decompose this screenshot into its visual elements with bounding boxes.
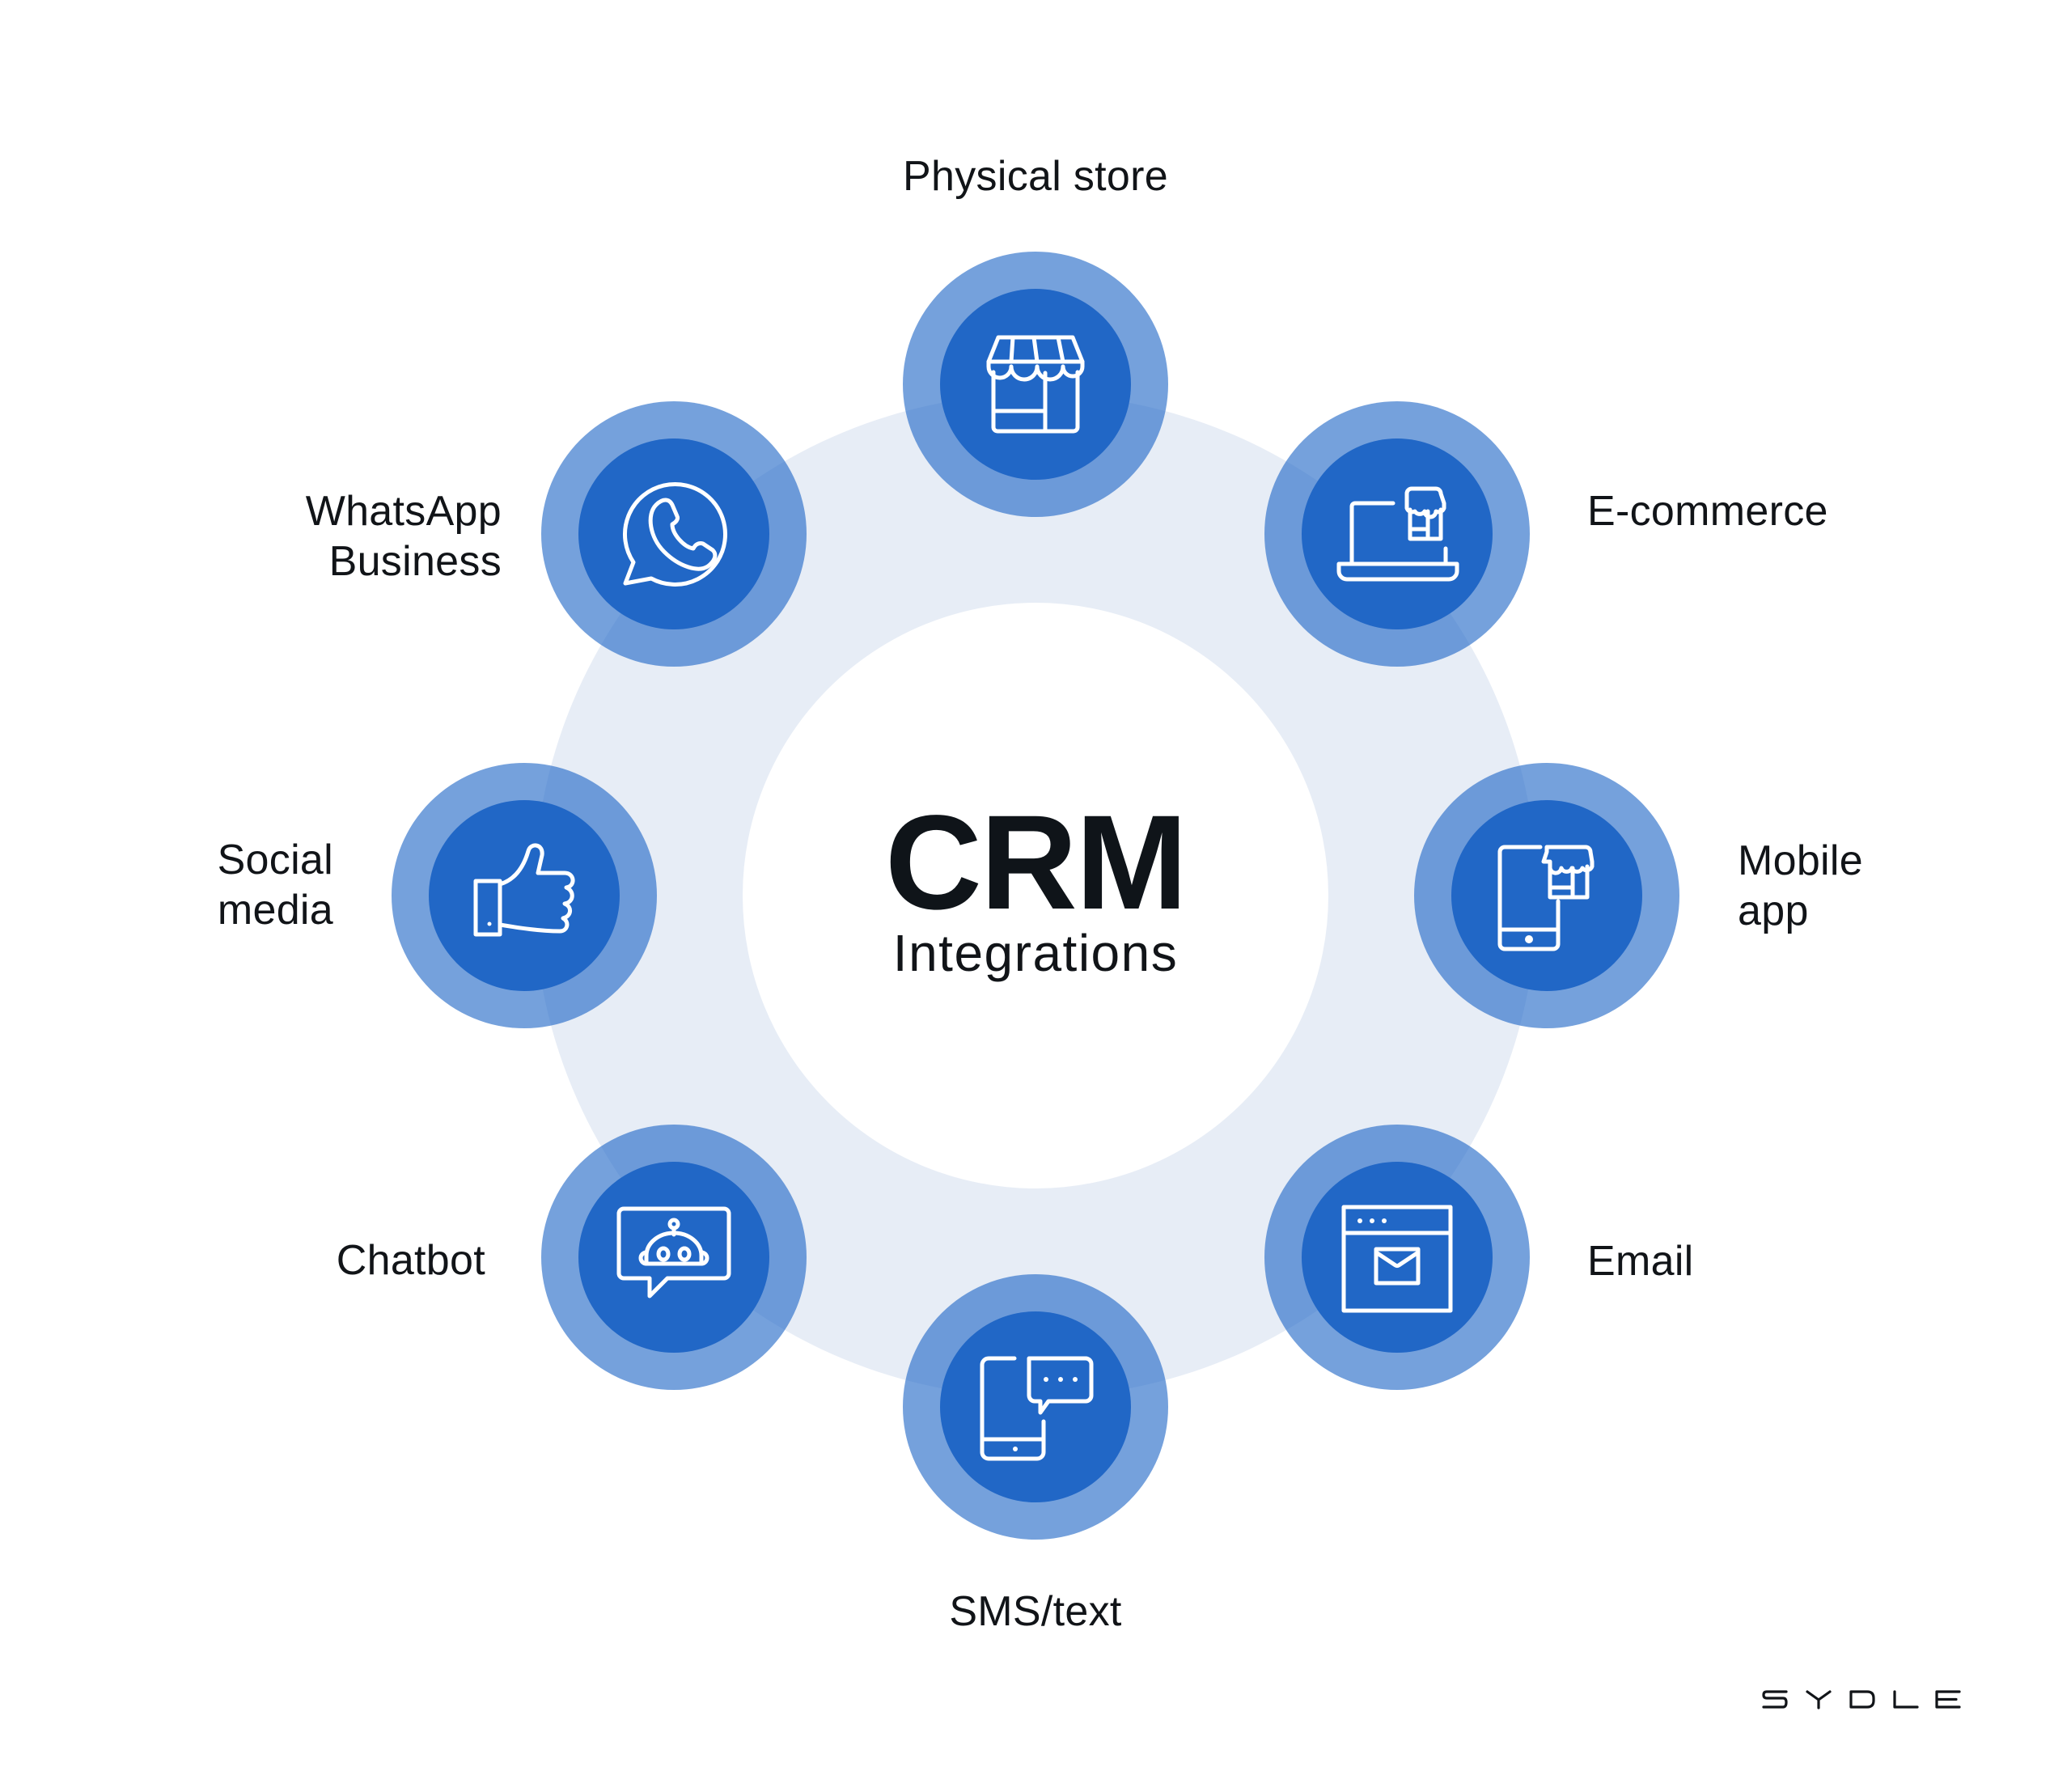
label-line: SMS/text [949,1588,1122,1635]
label-line: Chatbot [336,1237,485,1284]
label-physical-store: Physical store [903,151,1168,201]
center-title: CRM [884,788,1188,938]
node-physical-store [903,252,1168,517]
node-inner-circle [429,800,620,991]
node-inner-circle [940,1311,1131,1502]
node-email [1264,1125,1530,1390]
sydle-logo [1762,1690,1961,1709]
label-line: Social [217,837,333,883]
storefront-icon [986,335,1085,434]
label-sms-text: SMS/text [949,1587,1121,1637]
label-e-commerce: E-commerce [1587,486,1828,536]
browser-envelope-icon [1341,1205,1453,1313]
node-inner-circle [940,289,1131,480]
laptop-store-icon [1336,486,1459,582]
center-disc [743,603,1328,1188]
logo-letter-d [1849,1690,1875,1709]
label-line: WhatsApp [305,488,502,535]
label-social-media: Social media [218,835,333,935]
logo-letter-l [1893,1690,1919,1709]
thumbs-up-icon [473,843,575,937]
node-chatbot [541,1125,807,1390]
label-whatsapp-business: WhatsApp Business [306,486,502,587]
label-email: Email [1587,1236,1694,1286]
node-sms-text [903,1274,1168,1540]
label-line: Mobile [1738,837,1863,884]
logo-letter-s [1762,1690,1788,1709]
logo-letter-e [1935,1690,1961,1709]
label-mobile-app: Mobile app [1738,836,1863,936]
node-whatsapp-business [541,401,807,667]
node-mobile-app [1414,763,1679,1028]
node-inner-circle [578,1162,769,1353]
label-line: media [217,887,333,934]
node-inner-circle [1302,1162,1493,1353]
node-e-commerce [1264,401,1530,667]
mobile-store-icon [1497,845,1595,951]
label-line: Business [328,538,502,585]
node-inner-circle [1302,438,1493,629]
label-line: app [1738,888,1809,934]
node-inner-circle [1451,800,1642,991]
phone-chat-icon [980,1356,1094,1461]
label-chatbot: Chatbot [337,1235,485,1286]
center-subtitle: Integrations [892,924,1179,982]
logo-letter-y [1806,1690,1832,1709]
robot-chat-icon [616,1206,731,1298]
label-line: E-commerce [1587,488,1828,535]
label-line: Email [1587,1238,1694,1285]
whatsapp-icon [623,482,727,587]
node-social-media [392,763,657,1028]
label-line: Physical store [903,153,1168,200]
